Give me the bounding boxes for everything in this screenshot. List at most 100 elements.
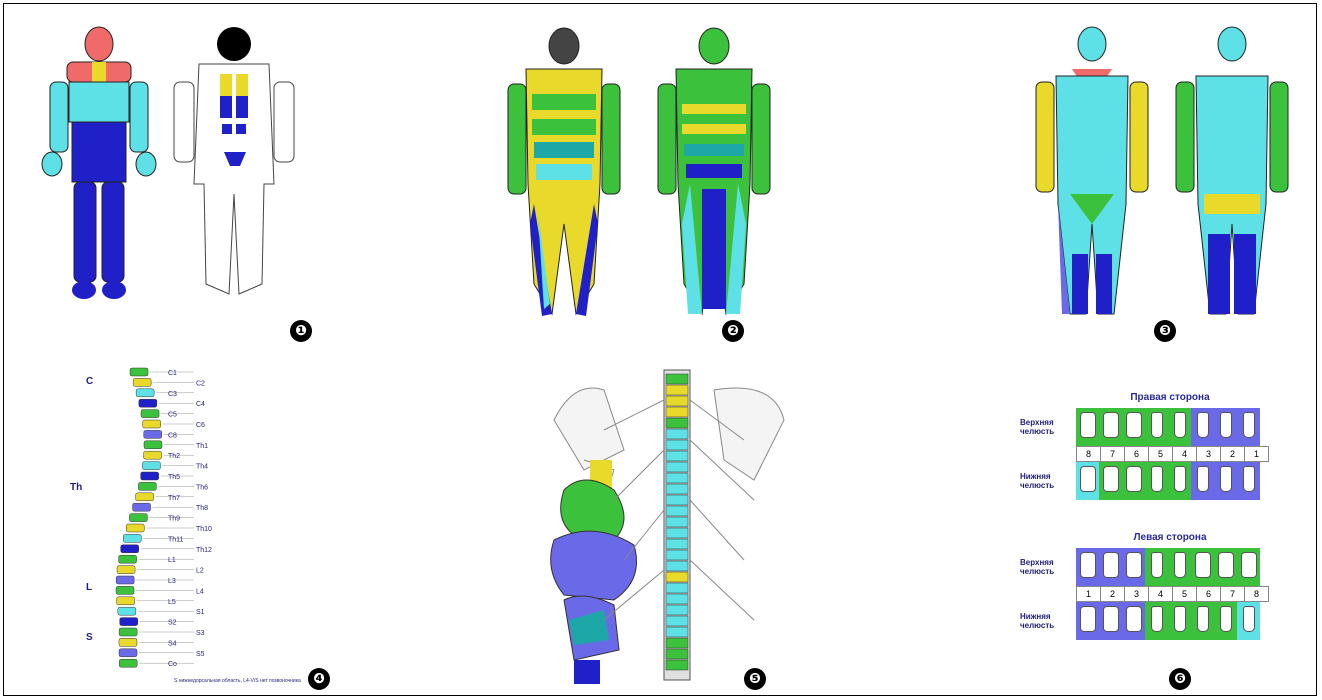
tooth-cell xyxy=(1122,548,1145,586)
teeth-title-right: Правая сторона xyxy=(1020,392,1320,403)
body-map-2-svg xyxy=(504,24,794,324)
panel-number-4: ❹ xyxy=(308,668,330,690)
panel-2-dermatome-map xyxy=(504,24,794,324)
cord-segment xyxy=(666,462,688,472)
tooth-cell xyxy=(1191,462,1214,500)
tooth-icon xyxy=(1197,412,1209,438)
vertebra-label: S2 xyxy=(168,620,177,627)
cord-segment xyxy=(666,660,688,670)
vertebra-label: Th12 xyxy=(196,547,212,554)
vertebra xyxy=(144,430,162,438)
tooth-icon xyxy=(1126,606,1142,632)
vertebra-label: L2 xyxy=(196,568,204,575)
vertebra-label: C4 xyxy=(196,401,205,408)
panel-5-autonomic-system xyxy=(544,360,794,694)
tooth-cell xyxy=(1237,462,1260,500)
tooth-number: 2 xyxy=(1101,587,1125,602)
tooth-icon xyxy=(1241,552,1257,578)
tooth-cell xyxy=(1076,408,1099,446)
figure-back-nerves xyxy=(1176,27,1288,314)
tooth-icon xyxy=(1080,606,1096,632)
upper-jaw-label-right: Верхняя челюсть xyxy=(1020,408,1076,446)
vertebra-label: L1 xyxy=(168,557,176,564)
cord-segment xyxy=(666,528,688,538)
tooth-number: 8 xyxy=(1077,447,1101,462)
tooth-icon xyxy=(1220,606,1232,632)
cord-segment xyxy=(666,583,688,593)
tooth-cell xyxy=(1214,408,1237,446)
teeth-title-left: Левая сторона xyxy=(1020,532,1320,543)
upper-jaw-label-left: Верхняя челюсть xyxy=(1020,548,1076,586)
tooth-number: 7 xyxy=(1221,587,1245,602)
tooth-cell xyxy=(1076,462,1099,500)
vertebra-label: C6 xyxy=(196,422,205,429)
tooth-cell xyxy=(1076,548,1099,586)
cord-segment xyxy=(666,627,688,637)
tooth-number: 4 xyxy=(1149,587,1173,602)
panel-number-2: ❷ xyxy=(722,320,744,342)
lower-jaw-label-right: Нижняя челюсть xyxy=(1020,462,1076,500)
vertebra xyxy=(119,555,137,563)
vertebra xyxy=(144,441,162,449)
cord-segment xyxy=(666,473,688,483)
vertebra xyxy=(119,638,137,646)
tooth-cell xyxy=(1191,408,1214,446)
tooth-number: 5 xyxy=(1149,447,1173,462)
tooth-number: 5 xyxy=(1173,587,1197,602)
vertebra-label: Th2 xyxy=(168,453,180,460)
tooth-number: 1 xyxy=(1245,447,1269,462)
vertebra xyxy=(143,420,161,428)
cord-segment xyxy=(666,550,688,560)
tooth-icon xyxy=(1220,466,1232,492)
vertebra xyxy=(142,462,160,470)
tooth-cell xyxy=(1214,602,1237,640)
vertebra xyxy=(130,368,148,376)
tooth-number: 3 xyxy=(1125,587,1149,602)
vertebra xyxy=(138,482,156,490)
tooth-cell xyxy=(1237,548,1260,586)
vertebra xyxy=(136,493,154,501)
tooth-cell xyxy=(1191,548,1214,586)
vertebra-label: Th9 xyxy=(168,516,180,523)
cord-segment xyxy=(666,506,688,516)
tooth-cell xyxy=(1145,602,1168,640)
tooth-icon xyxy=(1174,412,1186,438)
vertebra xyxy=(121,545,139,553)
vertebra-label: Th6 xyxy=(196,484,208,491)
vertebra xyxy=(133,503,151,511)
tooth-cell xyxy=(1145,462,1168,500)
panel-number-5: ❺ xyxy=(744,668,766,690)
tooth-icon xyxy=(1243,466,1255,492)
cord-segment xyxy=(666,396,688,406)
cord-segment xyxy=(666,649,688,659)
figure-back xyxy=(174,27,294,294)
cord-segment xyxy=(666,539,688,549)
tooth-cell xyxy=(1122,462,1145,500)
tooth-cell xyxy=(1237,408,1260,446)
vertebra xyxy=(133,378,151,386)
cord-segment xyxy=(666,429,688,439)
tooth-icon xyxy=(1151,466,1163,492)
cord-segment xyxy=(666,616,688,626)
cord-segment xyxy=(666,385,688,395)
body-map-1-svg xyxy=(34,24,314,304)
panel-1-body-map xyxy=(34,24,314,304)
cord-segment xyxy=(666,407,688,417)
vertebra-label: Co xyxy=(168,661,177,668)
cord-segment xyxy=(666,374,688,384)
vertebra-label: C1 xyxy=(168,370,177,377)
lower-jaw-label-left: Нижняя челюсть xyxy=(1020,602,1076,640)
panel-number-6: ❻ xyxy=(1169,668,1191,690)
tooth-icon xyxy=(1103,412,1119,438)
vertebra-label: S1 xyxy=(196,609,205,616)
tooth-icon xyxy=(1151,412,1163,438)
tooth-icon xyxy=(1243,606,1255,632)
vertebra-label: Th8 xyxy=(196,505,208,512)
vertebra-label: S5 xyxy=(196,651,205,658)
tooth-number: 1 xyxy=(1077,587,1101,602)
autonomic-svg xyxy=(544,360,794,694)
teeth-table-left: Верхняя челюсть 12345678 Нижняя челюсть xyxy=(1020,548,1269,640)
panel-number-1: ❶ xyxy=(290,320,312,342)
vertebra-label: C3 xyxy=(168,391,177,398)
vertebra xyxy=(141,472,159,480)
